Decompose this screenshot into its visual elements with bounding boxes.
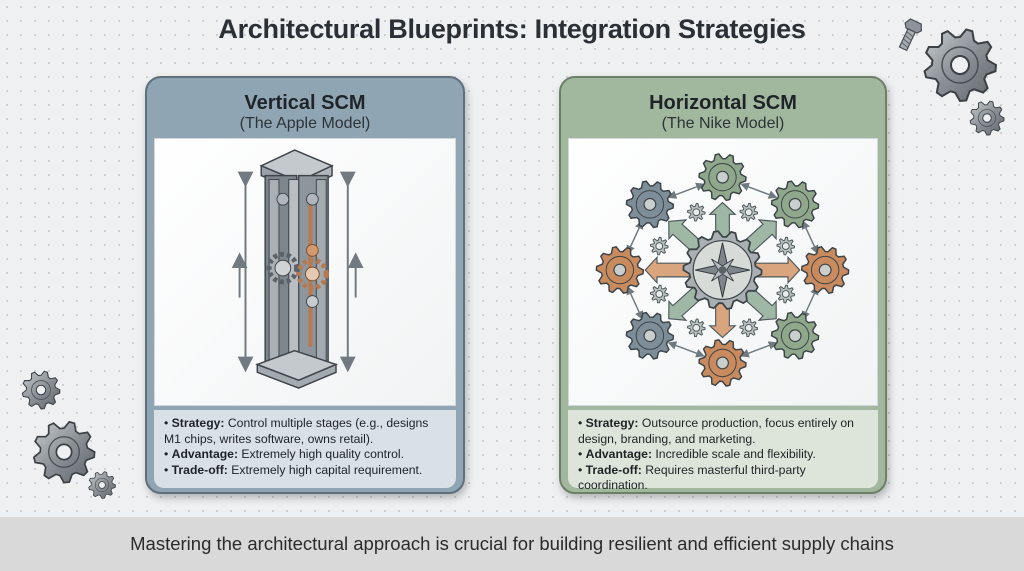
small-gear bbox=[686, 318, 706, 338]
connector-arrow bbox=[740, 182, 778, 199]
partner-gear bbox=[625, 180, 675, 229]
bullet-advantage: • Advantage: Incredible scale and flexib… bbox=[578, 447, 816, 461]
partner-gear bbox=[800, 246, 850, 295]
partner-gear bbox=[595, 246, 645, 295]
partner-gear bbox=[770, 180, 820, 229]
bullet-strategy-continued: design, branding, and marketing. bbox=[578, 431, 756, 446]
card-description: • Strategy: Outsource production, focus … bbox=[568, 410, 878, 492]
connector-arrow bbox=[801, 220, 819, 255]
horizontal-scm-card: Horizontal SCM (The Nike Model) • Strate… bbox=[559, 76, 887, 494]
bullet-tradeoff: • Trade-off: Extremely high capital requ… bbox=[164, 462, 423, 477]
gear-icon bbox=[32, 420, 96, 484]
card-description: • Strategy: Control multiple stages (e.g… bbox=[154, 410, 456, 488]
small-gear bbox=[686, 202, 706, 222]
connector-arrow bbox=[626, 220, 644, 255]
partner-gear bbox=[698, 338, 747, 387]
small-gear bbox=[739, 318, 759, 338]
small-gear bbox=[649, 284, 669, 304]
gear-icon bbox=[88, 471, 116, 499]
bullet-tradeoff: • Trade-off: Requires masterful third-pa… bbox=[578, 462, 806, 493]
partner-gear bbox=[698, 153, 747, 202]
vertical-scm-card: Vertical SCM (The Apple Model) bbox=[145, 76, 465, 494]
connector-arrow bbox=[667, 341, 705, 358]
gear-network-compass-icon bbox=[595, 153, 850, 387]
bullet-advantage: • Advantage: Extremely high quality cont… bbox=[164, 447, 404, 461]
bullet-strategy: • Strategy: Control multiple stages (e.g… bbox=[164, 416, 429, 430]
small-gear bbox=[739, 202, 759, 222]
small-gear bbox=[776, 284, 796, 304]
card-header: Vertical SCM (The Apple Model) bbox=[153, 84, 457, 138]
gear-icon bbox=[21, 370, 61, 410]
gear-pillar-icon bbox=[231, 149, 364, 389]
card-subtitle: (The Apple Model) bbox=[239, 115, 371, 132]
illustration-panel bbox=[154, 138, 456, 406]
card-title: Horizontal SCM bbox=[649, 92, 797, 114]
small-gear bbox=[776, 236, 796, 256]
gear-icon bbox=[969, 100, 1005, 136]
card-subtitle: (The Nike Model) bbox=[661, 115, 785, 132]
bullet-strategy-continued: M1 chips, writes software, owns retail). bbox=[164, 431, 374, 446]
connector-arrow bbox=[740, 341, 778, 358]
card-header: Horizontal SCM (The Nike Model) bbox=[567, 84, 879, 138]
small-gear bbox=[649, 236, 669, 256]
compass-gear bbox=[682, 230, 763, 310]
partner-gear bbox=[625, 311, 675, 360]
page-title: Architectural Blueprints: Integration St… bbox=[218, 14, 806, 44]
partner-gear bbox=[770, 311, 820, 360]
bullet-strategy: • Strategy: Outsource production, focus … bbox=[578, 416, 854, 430]
illustration-panel bbox=[568, 138, 878, 406]
connector-arrow bbox=[667, 182, 705, 199]
connector-arrow bbox=[801, 285, 819, 321]
connector-arrow bbox=[626, 285, 644, 321]
footer-caption: Mastering the architectural approach is … bbox=[0, 517, 1024, 571]
card-title: Vertical SCM bbox=[244, 92, 366, 114]
gear-icon bbox=[923, 28, 998, 103]
bolt-icon bbox=[898, 18, 922, 52]
